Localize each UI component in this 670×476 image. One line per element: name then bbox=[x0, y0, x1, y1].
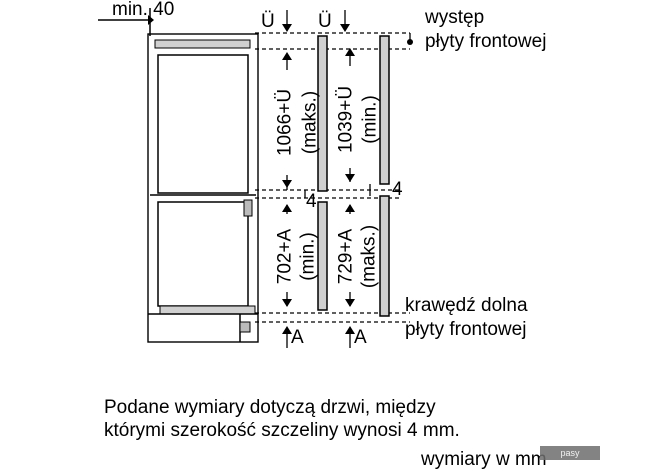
upper-min-note-label: (min.) bbox=[359, 95, 381, 144]
gap-right-label: 4 bbox=[392, 179, 403, 200]
note-line1: Podane wymiary dotyczą drzwi, między bbox=[104, 397, 436, 418]
projection-label-line1: występ bbox=[425, 7, 485, 28]
lower-min-value-label: 702+A bbox=[274, 228, 296, 285]
projection-label-line2: płyty frontowej bbox=[425, 31, 547, 52]
note-line2: którymi szerokość szczeliny wynosi 4 mm. bbox=[104, 420, 460, 441]
upper-max-note-label: (maks.) bbox=[299, 90, 321, 155]
cabinet-outline bbox=[147, 33, 259, 343]
top-margin-right-label: Ü bbox=[318, 11, 332, 32]
gap-left-label: 4 bbox=[306, 191, 317, 212]
upper-max-value-label: 1066+Ü bbox=[274, 88, 296, 157]
bottom-edge-label-line1: krawędź dolna bbox=[405, 295, 528, 316]
min-gap-arrow bbox=[148, 15, 154, 25]
top-margin-left-label: Ü bbox=[261, 11, 275, 32]
min-gap-label: min. 40 bbox=[112, 0, 175, 20]
watermark: pasy bbox=[540, 446, 600, 460]
bottom-edge-label-line2: płyty frontowej bbox=[405, 319, 527, 340]
dimension-lines bbox=[282, 10, 413, 348]
lower-max-note-label: (maks.) bbox=[358, 224, 380, 289]
bottom-margin-left-label: A bbox=[291, 327, 304, 348]
door-panels bbox=[317, 35, 390, 317]
units-note: wymiary w mm bbox=[421, 449, 547, 470]
bottom-margin-right-label: A bbox=[354, 327, 367, 348]
lower-max-value-label: 729+A bbox=[335, 228, 357, 285]
upper-min-value-label: 1039+Ü bbox=[335, 85, 357, 154]
lower-min-note-label: (min.) bbox=[297, 232, 319, 281]
